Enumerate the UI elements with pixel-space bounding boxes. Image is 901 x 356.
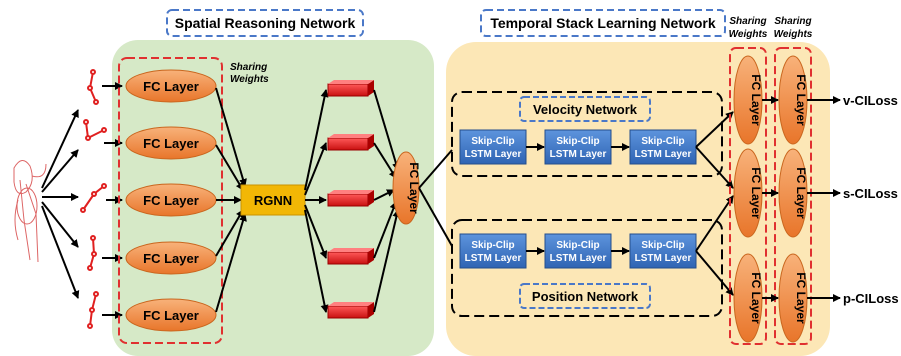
temporal-title: Temporal Stack Learning Network [490, 15, 716, 31]
svg-text:Skip-Clip: Skip-Clip [471, 240, 514, 251]
lstm-position-1: Skip-Clip LSTM Layer [459, 233, 527, 269]
velocity-label-box [519, 96, 651, 122]
skeleton-arrows [41, 109, 80, 299]
svg-text:Skip-Clip: Skip-Clip [556, 240, 599, 251]
input-skeleton-icon [13, 160, 47, 263]
svg-text:FC Layer: FC Layer [749, 272, 763, 324]
loss-skeleton: s-CILoss [843, 186, 898, 201]
rgnn-label: RGNN [254, 193, 292, 208]
svg-text:FC Layer: FC Layer [794, 167, 808, 219]
fc-col1-row3: FC Layer [733, 253, 763, 343]
fc-layer-2: FC Layer [125, 126, 217, 160]
sharing-label-1a: Sharing [729, 16, 766, 27]
fc-layer-label: FC Layer [143, 193, 199, 208]
lstm-velocity-2: Skip-Clip LSTM Layer [544, 129, 612, 165]
svg-text:FC Layer: FC Layer [794, 74, 808, 126]
fc-layer-5: FC Layer [125, 298, 217, 332]
fc-col1-row1: FC Layer [733, 55, 763, 145]
feature-to-fc-arrows [373, 89, 401, 313]
svg-text:LSTM Layer: LSTM Layer [550, 149, 607, 160]
fc-merge-layer: FC Layer [392, 151, 421, 225]
limb-joint-icons [80, 69, 107, 329]
fc-layer-1: FC Layer [125, 69, 217, 103]
fc-layer-label: FC Layer [143, 251, 199, 266]
position-label-box [519, 283, 651, 309]
velocity-network-box [451, 91, 723, 177]
lstm-arrows [526, 111, 734, 296]
svg-text:FC Layer: FC Layer [794, 272, 808, 324]
svg-text:FC Layer: FC Layer [749, 74, 763, 126]
spatial-sharing-label-1: Sharing [230, 62, 267, 73]
output-arrows [762, 96, 841, 302]
svg-text:Skip-Clip: Skip-Clip [641, 240, 684, 251]
feature-blocks [327, 80, 374, 319]
loss-position: p-CILoss [843, 291, 899, 306]
lstm-position-3: Skip-Clip LSTM Layer [629, 233, 697, 269]
fc-merge-label: FC Layer [407, 162, 421, 214]
rgnn-box [240, 184, 306, 216]
lstm-position-2: Skip-Clip LSTM Layer [544, 233, 612, 269]
feature-block [327, 134, 374, 151]
spatial-sharing-label-2: Weights [230, 74, 269, 85]
position-network-box [451, 219, 723, 317]
sharing-label-2a: Sharing [774, 16, 811, 27]
feature-block [327, 190, 374, 207]
temporal-sharing-box-2 [774, 47, 812, 345]
svg-text:LSTM Layer: LSTM Layer [635, 149, 692, 160]
fc-to-rgnn-arrows [215, 87, 247, 313]
spatial-title-box [166, 9, 364, 37]
lstm-velocity-3: Skip-Clip LSTM Layer [629, 129, 697, 165]
svg-text:Skip-Clip: Skip-Clip [641, 136, 684, 147]
svg-text:Skip-Clip: Skip-Clip [556, 136, 599, 147]
svg-text:LSTM Layer: LSTM Layer [550, 253, 607, 264]
feature-block [327, 248, 374, 265]
temporal-sharing-box-1 [729, 47, 767, 345]
feature-block [327, 80, 374, 97]
svg-text:Skip-Clip: Skip-Clip [471, 136, 514, 147]
svg-text:LSTM Layer: LSTM Layer [465, 253, 522, 264]
fc-layer-3: FC Layer [125, 183, 217, 217]
spatial-title: Spatial Reasoning Network [175, 15, 356, 31]
feature-block [327, 302, 374, 319]
velocity-label: Velocity Network [533, 102, 638, 117]
fc-col2-row1: FC Layer [778, 55, 808, 145]
svg-text:LSTM Layer: LSTM Layer [465, 149, 522, 160]
svg-text:FC Layer: FC Layer [749, 167, 763, 219]
fc-layer-label: FC Layer [143, 79, 199, 94]
fc-layer-label: FC Layer [143, 308, 199, 323]
branch-lines [418, 149, 453, 247]
rgnn-to-feature-arrows [304, 89, 329, 313]
loss-velocity: v-CILoss [843, 93, 898, 108]
position-label: Position Network [532, 289, 639, 304]
sharing-label-1b: Weights [729, 29, 768, 40]
svg-text:LSTM Layer: LSTM Layer [635, 253, 692, 264]
lstm-velocity-1: Skip-Clip LSTM Layer [459, 129, 527, 165]
sharing-label-2b: Weights [774, 29, 813, 40]
temporal-title-box [480, 9, 726, 37]
fc-layer-label: FC Layer [143, 136, 199, 151]
fc-layer-4: FC Layer [125, 241, 217, 275]
